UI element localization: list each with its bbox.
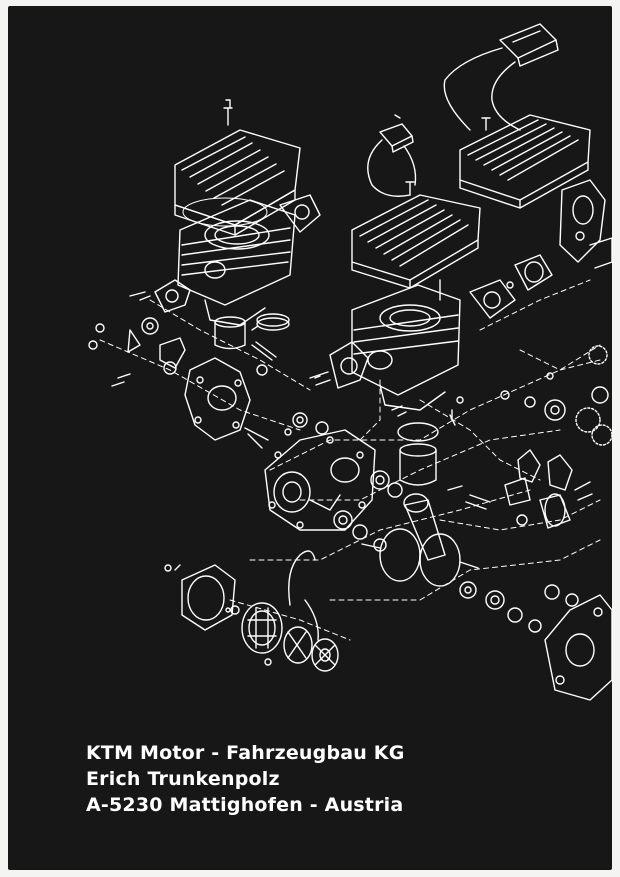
- assembly-guide-lines: [100, 280, 600, 640]
- exhaust-flange-center: [310, 342, 368, 388]
- intake-manifold-center: [470, 255, 552, 318]
- address-line-name: Erich Trunkenpolz: [86, 768, 280, 790]
- ignition-coil-top: [444, 24, 558, 130]
- transmission-gears: [501, 346, 612, 445]
- crankshaft: [362, 494, 490, 586]
- cylinder-center: [352, 285, 460, 410]
- address-line-company: KTM Motor - Fahrzeugbau KG: [86, 742, 405, 764]
- cylinder-left: [178, 200, 295, 325]
- fasteners: [165, 326, 553, 612]
- crankcase: [265, 430, 375, 530]
- address-line-city: A-5230 Mattighofen - Austria: [86, 794, 404, 816]
- engine-cover-left: [185, 358, 268, 448]
- flywheel-rotor: [242, 603, 282, 665]
- stator: [284, 551, 318, 663]
- company-address: KTM Motor - Fahrzeugbau KG Erich Trunken…: [86, 740, 586, 818]
- bearings-row: [293, 413, 578, 632]
- clutch-gear: [312, 639, 338, 671]
- flywheel-cover: [175, 565, 239, 630]
- intake-manifold-left: [280, 195, 320, 232]
- piston-left: [215, 314, 289, 375]
- cylinder-head-center: [352, 182, 480, 300]
- exhaust-flange-left: [130, 280, 190, 312]
- crankcase-right-half: [545, 595, 612, 700]
- cylinder-head-right: [460, 115, 590, 208]
- carburetor: [560, 180, 612, 268]
- cylinder-head-left: [175, 100, 300, 235]
- gasket-left: [183, 198, 267, 226]
- ignition-module: [368, 115, 416, 196]
- small-gear-left: [89, 318, 185, 386]
- piston-center: [398, 415, 455, 485]
- shift-mechanism: [505, 450, 592, 528]
